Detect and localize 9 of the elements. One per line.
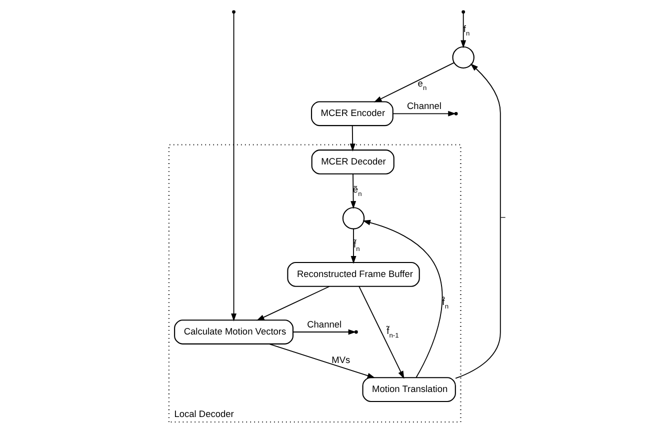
edge-label: f̃$_{n-1}$ bbox=[386, 326, 399, 340]
edge-label: ẽ$_{n}$ bbox=[352, 184, 362, 198]
edge-label: − bbox=[500, 212, 506, 223]
edge-label: f$_{n}$ bbox=[463, 24, 470, 38]
edge-label: Channel bbox=[407, 101, 442, 112]
edge-label: MVs bbox=[332, 355, 350, 366]
edge-label: e$_{n}$ bbox=[418, 78, 427, 92]
edge-label: f̂$_{n}$ bbox=[442, 297, 449, 311]
edge-label: Channel bbox=[307, 320, 342, 330]
